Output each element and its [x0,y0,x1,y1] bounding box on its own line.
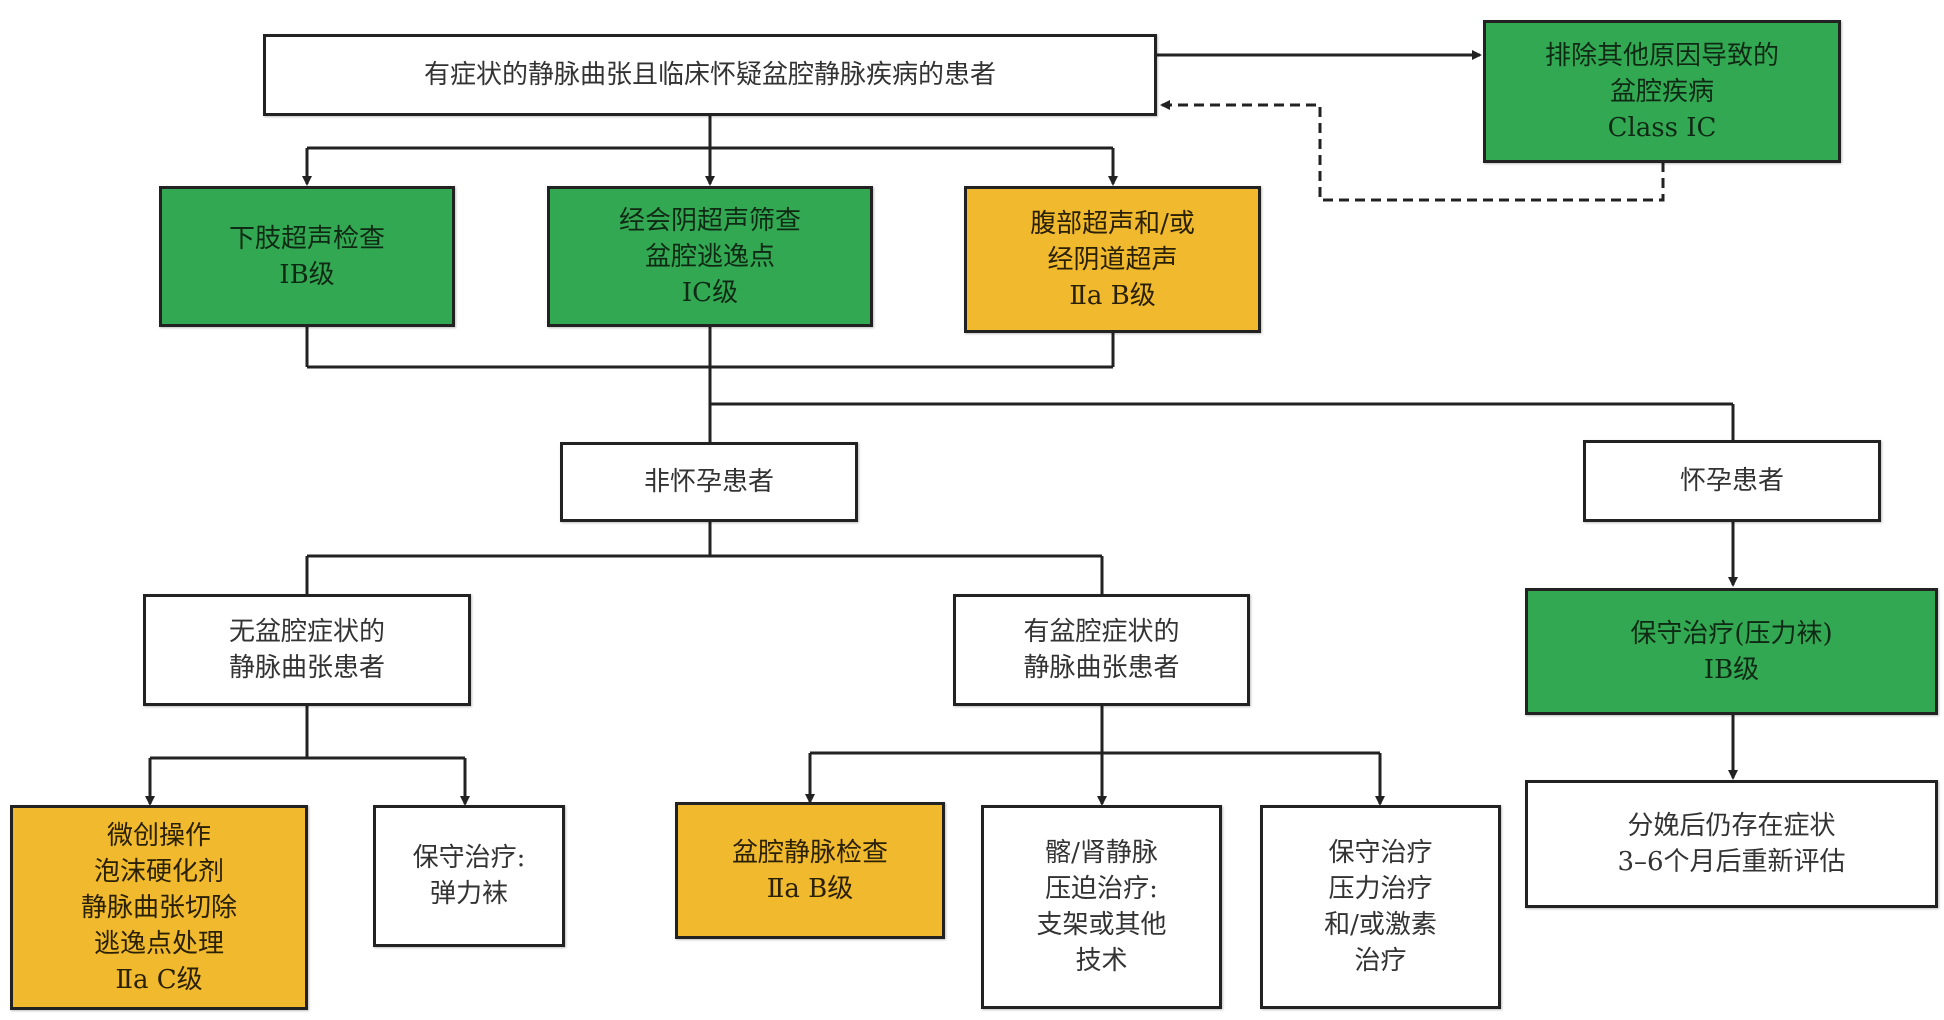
node-non-pregnant: 非怀孕患者 [560,442,858,522]
node-with-pelvic-symptoms: 有盆腔症状的 静脉曲张患者 [953,594,1250,706]
node-postpartum-reassess: 分娩后仍存在症状 3–6个月后重新评估 [1525,780,1938,908]
node-pelvic-vein-exam: 盆腔静脉检查 Ⅱa B级 [675,802,945,939]
dashed-arrow-exclude-to-root [1160,100,1665,202]
node-conservative-pregnant: 保守治疗(压力袜) ⅠB级 [1525,588,1938,715]
node-exclude-other-causes: 排除其他原因导致的 盆腔疾病 Class ⅠC [1483,20,1841,163]
node-perineal-ultrasound: 经会阴超声筛查 盆腔逃逸点 ⅠC级 [547,186,873,327]
node-iliac-renal-compression: 髂/肾静脉 压迫治疗: 支架或其他 技术 [981,805,1222,1009]
node-minimal-invasive: 微创操作 泡沫硬化剂 静脉曲张切除 逃逸点处理 Ⅱa C级 [10,805,308,1010]
node-root: 有症状的静脉曲张且临床怀疑盆腔静脉疾病的患者 [263,34,1157,116]
node-pregnant: 怀孕患者 [1583,440,1881,522]
node-conservative-hormone: 保守治疗 压力治疗 和/或激素 治疗 [1260,805,1501,1009]
node-leg-ultrasound: 下肢超声检查 ⅠB级 [159,186,455,327]
node-no-pelvic-symptoms: 无盆腔症状的 静脉曲张患者 [143,594,471,706]
node-conservative-stocking: 保守治疗: 弹力袜 [373,805,565,947]
node-abdominal-ultrasound: 腹部超声和/或 经阴道超声 Ⅱa B级 [964,186,1261,333]
